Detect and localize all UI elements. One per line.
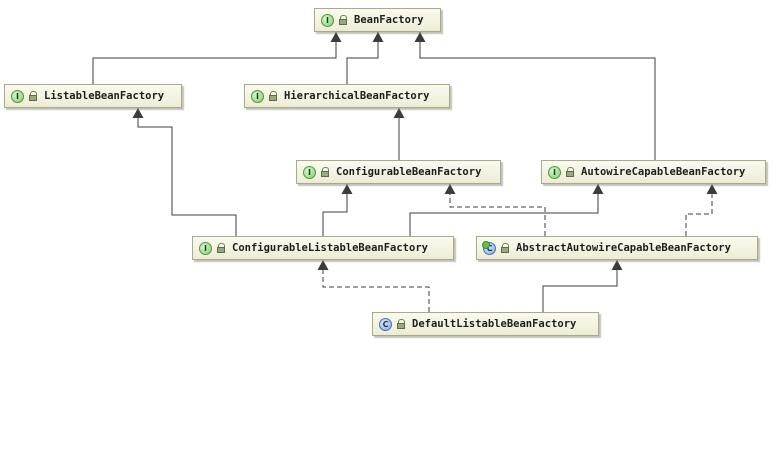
arrowhead-icon: [393, 108, 405, 118]
node-label: ConfigurableBeanFactory: [336, 166, 482, 178]
lock-icon: [396, 319, 406, 329]
dashed-connector: [685, 184, 713, 236]
interface-icon: I: [11, 89, 24, 103]
arrowhead-icon: [330, 32, 342, 42]
solid-connector: [409, 184, 599, 236]
edge-configurable-listable-bean-factory-to-listable-bean-factory: [132, 108, 237, 236]
edge-abstract-autowire-capable-bean-factory-to-configurable-bean-factory: [444, 184, 546, 236]
arrowhead-icon: [444, 184, 456, 194]
abstract-class-icon: C: [482, 240, 496, 255]
edge-listable-bean-factory-to-bean-factory: [92, 32, 342, 84]
lock-icon: [565, 167, 575, 177]
node-default-listable-bean-factory[interactable]: C DefaultListableBeanFactory: [372, 312, 599, 336]
solid-connector: [92, 32, 337, 84]
node-autowire-capable-bean-factory[interactable]: I AutowireCapableBeanFactory: [541, 160, 766, 184]
lock-icon: [28, 91, 38, 101]
node-abstract-autowire-capable-bean-factory[interactable]: C AbstractAutowireCapableBeanFactory: [476, 236, 758, 260]
lock-icon: [338, 15, 348, 25]
solid-connector: [346, 32, 379, 84]
node-configurable-listable-bean-factory[interactable]: I ConfigurableListableBeanFactory: [192, 236, 454, 260]
node-bean-factory[interactable]: I BeanFactory: [314, 8, 441, 32]
node-label: HierarchicalBeanFactory: [284, 90, 430, 102]
arrowhead-icon: [592, 184, 604, 194]
dashed-connector: [322, 260, 430, 312]
interface-icon: I: [303, 165, 316, 179]
node-label: AbstractAutowireCapableBeanFactory: [516, 242, 731, 254]
arrowhead-icon: [317, 260, 329, 270]
lock-icon: [500, 243, 510, 253]
solid-connector: [542, 260, 618, 312]
node-configurable-bean-factory[interactable]: I ConfigurableBeanFactory: [296, 160, 501, 184]
node-label: AutowireCapableBeanFactory: [581, 166, 746, 178]
lock-icon: [268, 91, 278, 101]
dashed-connector: [449, 184, 546, 236]
node-label: BeanFactory: [354, 14, 424, 26]
arrowhead-icon: [132, 108, 144, 118]
arrowhead-icon: [372, 32, 384, 42]
arrowhead-icon: [414, 32, 426, 42]
interface-icon: I: [321, 13, 334, 27]
edge-configurable-bean-factory-to-hierarchical-bean-factory: [393, 108, 405, 160]
edge-default-listable-bean-factory-to-abstract-autowire-capable-bean-factory: [542, 260, 623, 312]
lock-icon: [320, 167, 330, 177]
solid-connector: [419, 32, 656, 160]
edge-autowire-capable-bean-factory-to-bean-factory: [414, 32, 656, 160]
edge-configurable-listable-bean-factory-to-autowire-capable-bean-factory: [409, 184, 604, 236]
edge-abstract-autowire-capable-bean-factory-to-autowire-capable-bean-factory: [685, 184, 718, 236]
node-hierarchical-bean-factory[interactable]: I HierarchicalBeanFactory: [244, 84, 450, 108]
edge-default-listable-bean-factory-to-configurable-listable-bean-factory: [317, 260, 430, 312]
lock-icon: [216, 243, 226, 253]
edge-hierarchical-bean-factory-to-bean-factory: [346, 32, 384, 84]
interface-icon: I: [199, 241, 212, 255]
class-icon: C: [379, 317, 392, 331]
node-listable-bean-factory[interactable]: I ListableBeanFactory: [4, 84, 182, 108]
edge-configurable-listable-bean-factory-to-configurable-bean-factory: [322, 184, 353, 236]
arrowhead-icon: [706, 184, 718, 194]
interface-icon: I: [251, 89, 264, 103]
node-label: ListableBeanFactory: [44, 90, 165, 102]
solid-connector: [322, 184, 348, 236]
arrowhead-icon: [611, 260, 623, 270]
solid-connector: [137, 108, 237, 236]
node-label: ConfigurableListableBeanFactory: [232, 242, 428, 254]
interface-icon: I: [548, 165, 561, 179]
node-label: DefaultListableBeanFactory: [412, 318, 577, 330]
arrowhead-icon: [341, 184, 353, 194]
